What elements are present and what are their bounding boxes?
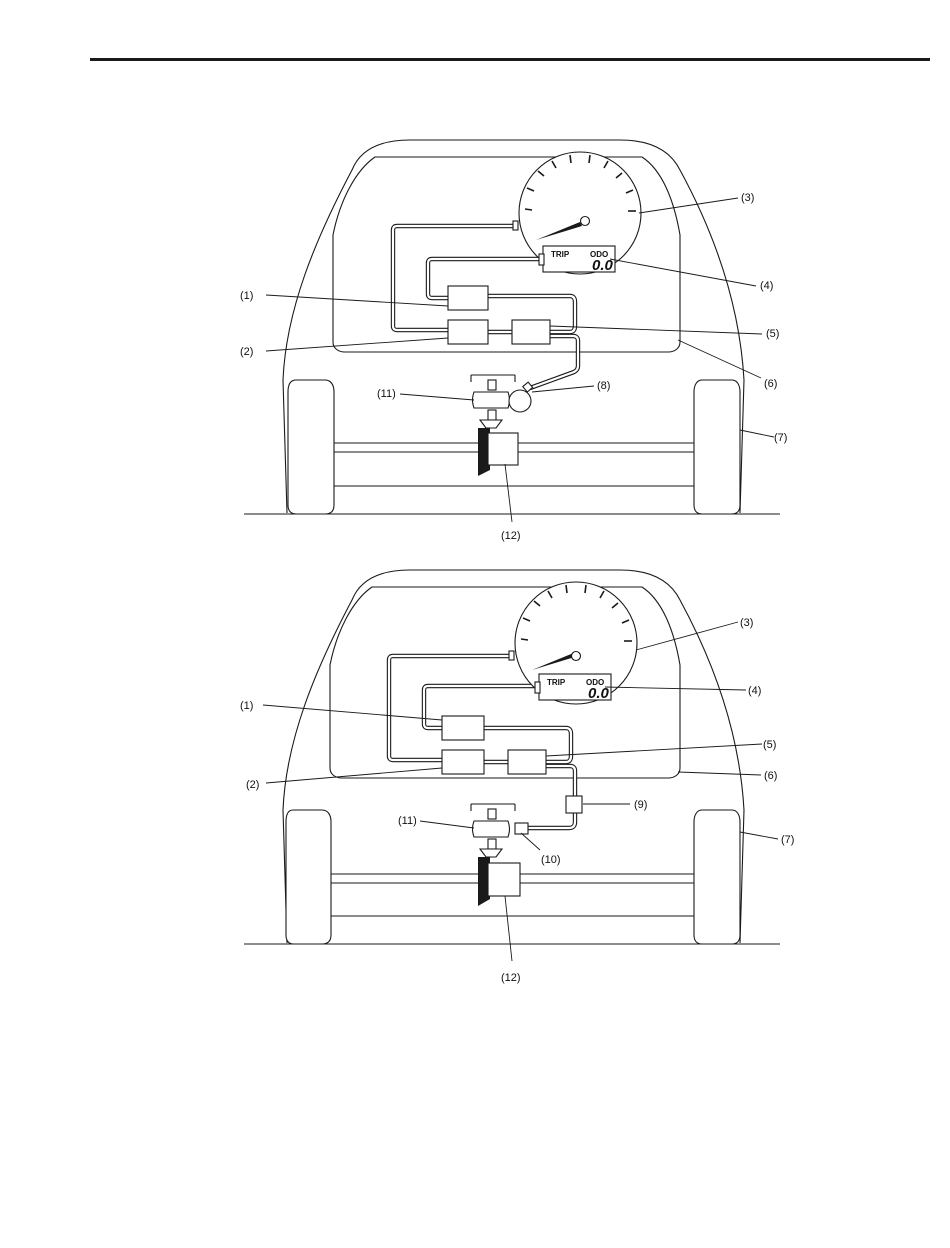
label-9: (9) <box>634 799 647 811</box>
drive-shaft-upper <box>488 809 496 819</box>
right-tire <box>694 810 740 944</box>
needle-hub <box>581 217 590 226</box>
label-2: (2) <box>246 779 259 791</box>
speedometer-diagram-electronic: TRIP ODO 0.0 (1) (2) (3) (4) (5) (6) (7)… <box>0 560 950 990</box>
control-module-5 <box>508 750 546 774</box>
label-5: (5) <box>763 739 776 751</box>
speedometer-diagram-mechanical: TRIP ODO 0.0 (1) (2) (3) (4) (5) (6) (7)… <box>0 130 950 550</box>
label-6: (6) <box>764 770 777 782</box>
label-3: (3) <box>741 192 754 204</box>
label-1: (1) <box>240 700 253 712</box>
label-5: (5) <box>766 328 779 340</box>
label-1: (1) <box>240 290 253 302</box>
control-module-1 <box>448 286 488 310</box>
left-tire <box>286 810 331 944</box>
left-tire <box>288 380 334 514</box>
label-8: (8) <box>597 380 610 392</box>
label-2: (2) <box>240 346 253 358</box>
label-11: (11) <box>398 815 417 827</box>
label-12: (12) <box>501 530 521 542</box>
label-4: (4) <box>760 280 773 292</box>
display-odo-value: 0.0 <box>592 257 614 274</box>
label-4: (4) <box>748 685 761 697</box>
gauge-connector <box>513 221 518 230</box>
control-module-5 <box>512 320 550 344</box>
pinion-gear <box>480 420 502 428</box>
label-7: (7) <box>781 834 794 846</box>
transmission-housing <box>473 821 510 837</box>
needle-hub <box>572 652 581 661</box>
label-11: (11) <box>377 388 396 400</box>
control-module-2 <box>448 320 488 344</box>
display-trip-label: TRIP <box>551 250 570 259</box>
right-tire <box>694 380 740 514</box>
vehicle-speed-sensor <box>515 823 528 834</box>
speed-signal-converter <box>566 796 582 813</box>
control-module-2 <box>442 750 484 774</box>
display-trip-label: TRIP <box>547 678 566 687</box>
label-3: (3) <box>740 617 753 629</box>
gauge-connector <box>509 651 514 660</box>
label-12: (12) <box>501 972 521 984</box>
transmission-housing <box>473 392 510 408</box>
header-rule <box>90 58 930 61</box>
control-module-1 <box>442 716 484 740</box>
display-connector <box>539 254 544 265</box>
differential <box>488 863 520 896</box>
label-10: (10) <box>541 854 561 866</box>
differential <box>488 433 518 465</box>
drive-shaft-lower <box>488 839 496 849</box>
label-7: (7) <box>774 432 787 444</box>
speed-cable-sensor <box>509 390 531 412</box>
display-odo-value: 0.0 <box>588 685 610 702</box>
pinion-gear <box>480 849 502 857</box>
display-connector <box>535 682 540 693</box>
drive-shaft-lower <box>488 410 496 420</box>
drive-shaft-upper <box>488 380 496 390</box>
label-6: (6) <box>764 378 777 390</box>
